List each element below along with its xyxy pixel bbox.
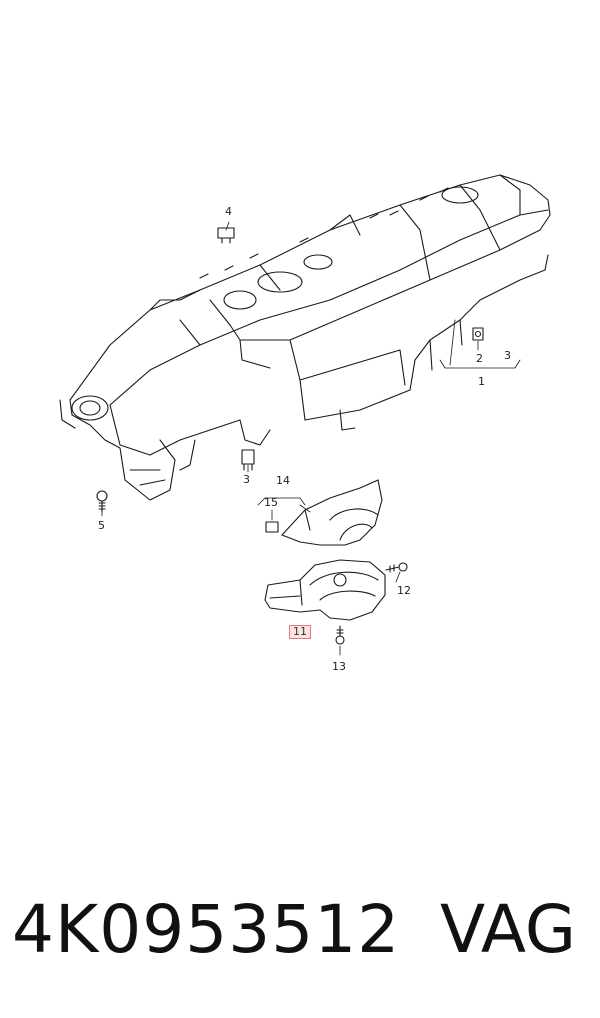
callout-4: 4 bbox=[225, 205, 232, 218]
callout-3-upper: 3 bbox=[504, 349, 511, 362]
callout-1: 1 bbox=[478, 375, 485, 388]
upper-trim-part-14 bbox=[281, 479, 383, 546]
lower-trim-part-11 bbox=[264, 559, 386, 621]
screw-part-13 bbox=[335, 625, 345, 645]
clip-part-15 bbox=[265, 521, 279, 533]
callout-12: 12 bbox=[397, 584, 411, 597]
callout-15: 15 bbox=[264, 496, 278, 509]
dashboard-exploded-drawing bbox=[59, 174, 551, 656]
callout-5: 5 bbox=[98, 519, 105, 532]
callout-11-highlighted: 11 bbox=[289, 625, 311, 639]
callout-leaders bbox=[101, 221, 521, 656]
dashboard-panel bbox=[59, 174, 551, 501]
parts-diagram: 4 2 3 1 3 5 14 15 12 11 13 bbox=[59, 174, 551, 673]
bolt-part-5 bbox=[96, 490, 108, 513]
callout-2: 2 bbox=[476, 352, 483, 365]
callout-14: 14 bbox=[276, 474, 290, 487]
clip-part-4 bbox=[217, 227, 235, 244]
nut-part-2 bbox=[472, 327, 484, 341]
footer: 4K0953512 VAG bbox=[0, 885, 600, 985]
screw-part-12 bbox=[385, 562, 408, 573]
brand-label: VAG bbox=[440, 891, 577, 968]
callout-13: 13 bbox=[332, 660, 346, 673]
part-number: 4K0953512 bbox=[12, 891, 401, 968]
clip-part-3 bbox=[241, 449, 255, 471]
callout-3-lower: 3 bbox=[243, 473, 250, 486]
